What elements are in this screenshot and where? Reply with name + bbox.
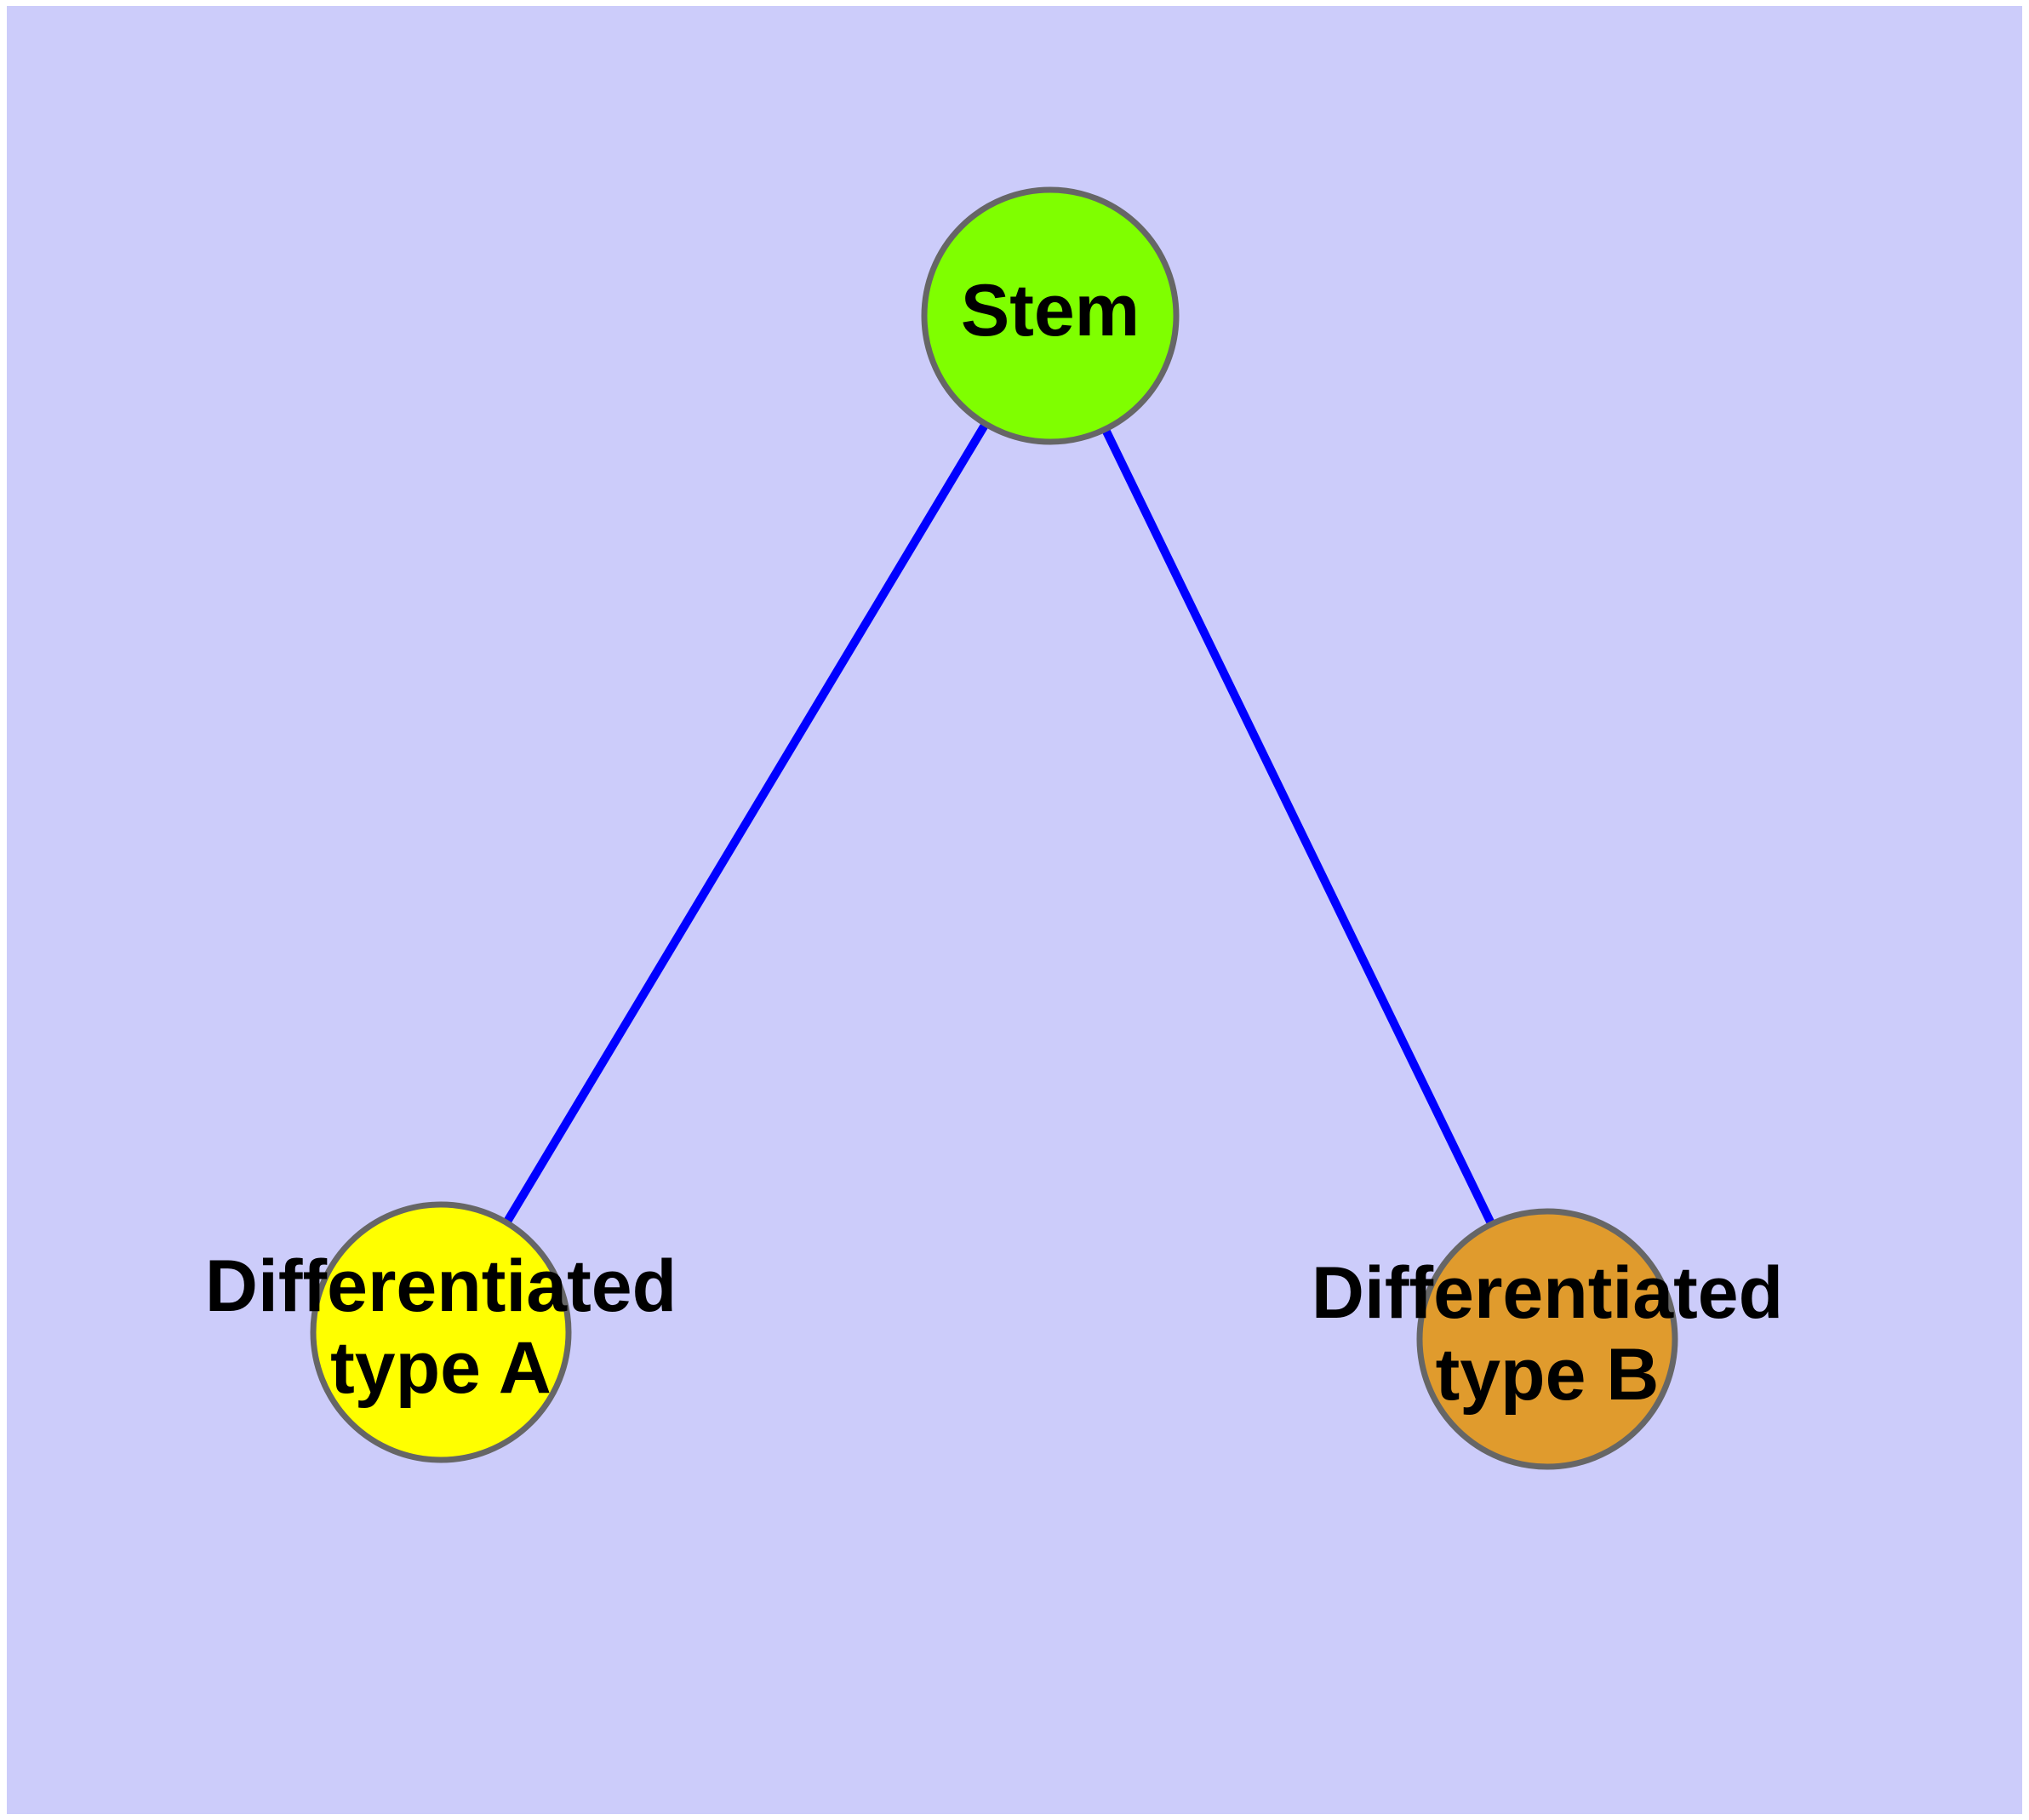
node-stem[interactable]: Stem [921, 186, 1180, 445]
edge-stem-to-diff-b [1046, 313, 1552, 1342]
node-label-line: Stem [961, 270, 1140, 352]
edges-layer [437, 313, 1552, 1342]
node-label-stem: Stem [961, 270, 1140, 352]
node-circle-diff_a[interactable] [310, 1201, 572, 1463]
edge-stem-to-diff-a [437, 313, 1055, 1335]
node-label-line: Differentiated [1312, 1252, 1783, 1334]
node-label-line: type A [330, 1327, 552, 1409]
node-label-line: Differentiated [205, 1245, 677, 1327]
node-circle-diff_b[interactable] [1416, 1208, 1678, 1470]
node-label-line: type B [1436, 1334, 1660, 1416]
node-circle-stem[interactable] [921, 186, 1180, 445]
